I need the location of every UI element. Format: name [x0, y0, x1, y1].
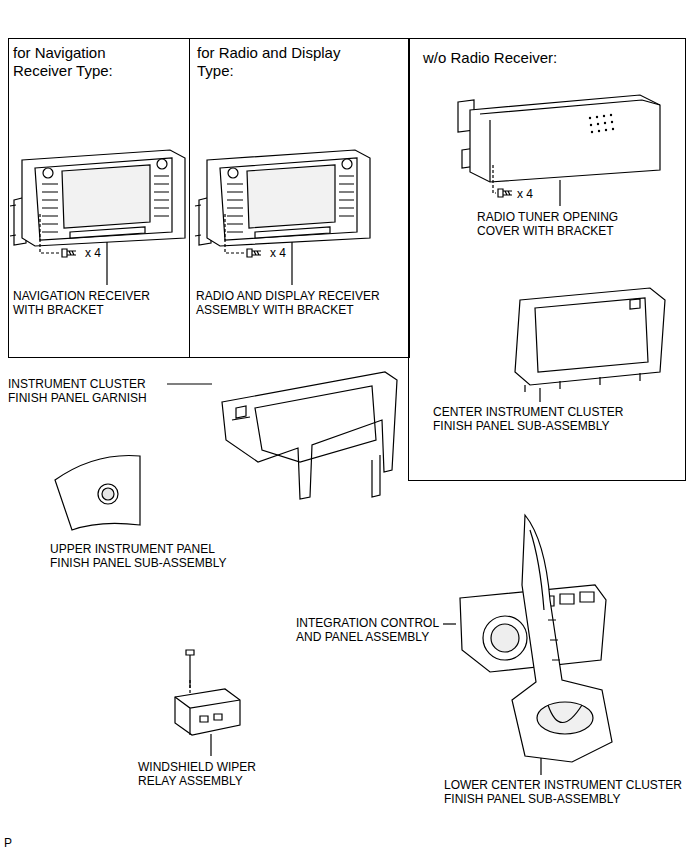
page-code: P [4, 836, 24, 850]
part-label: WINDSHIELD WIPER RELAY ASSEMBLY [138, 760, 283, 789]
part-label: RADIO TUNER OPENING COVER WITH BRACKET [477, 210, 642, 239]
panel-heading: for Radio and Display Type: [197, 44, 372, 80]
variant-panel: for Navigation Receiver Type: x 4 NAVIGATI… [8, 38, 190, 358]
part-label: LOWER CENTER INSTRUMENT CLUSTER FINISH P… [444, 778, 684, 807]
panel-heading: for Navigation Receiver Type: [13, 44, 148, 80]
quantity-label: x 4 [85, 246, 115, 260]
part-label: NAVIGATION RECEIVER WITH BRACKET [13, 289, 178, 318]
part-label: UPPER INSTRUMENT PANEL FINISH PANEL SUB-… [50, 542, 255, 571]
variant-panel: for Radio and Display Type: x 4 RADIO AND … [189, 38, 410, 358]
part-label: INSTRUMENT CLUSTER FINISH PANEL GARNISH [8, 377, 168, 406]
variant-panel: w/o Radio Receiver: x 4 RADIO TUNER OPENIN… [408, 38, 686, 481]
part-label: CENTER INSTRUMENT CLUSTER FINISH PANEL S… [433, 405, 663, 434]
quantity-label: x 4 [517, 187, 547, 201]
part-label: RADIO AND DISPLAY RECEIVER ASSEMBLY WITH… [196, 289, 406, 318]
panel-heading: w/o Radio Receiver: [423, 49, 623, 67]
part-label: INTEGRATION CONTROL AND PANEL ASSEMBLY [296, 616, 446, 645]
quantity-label: x 4 [270, 246, 300, 260]
